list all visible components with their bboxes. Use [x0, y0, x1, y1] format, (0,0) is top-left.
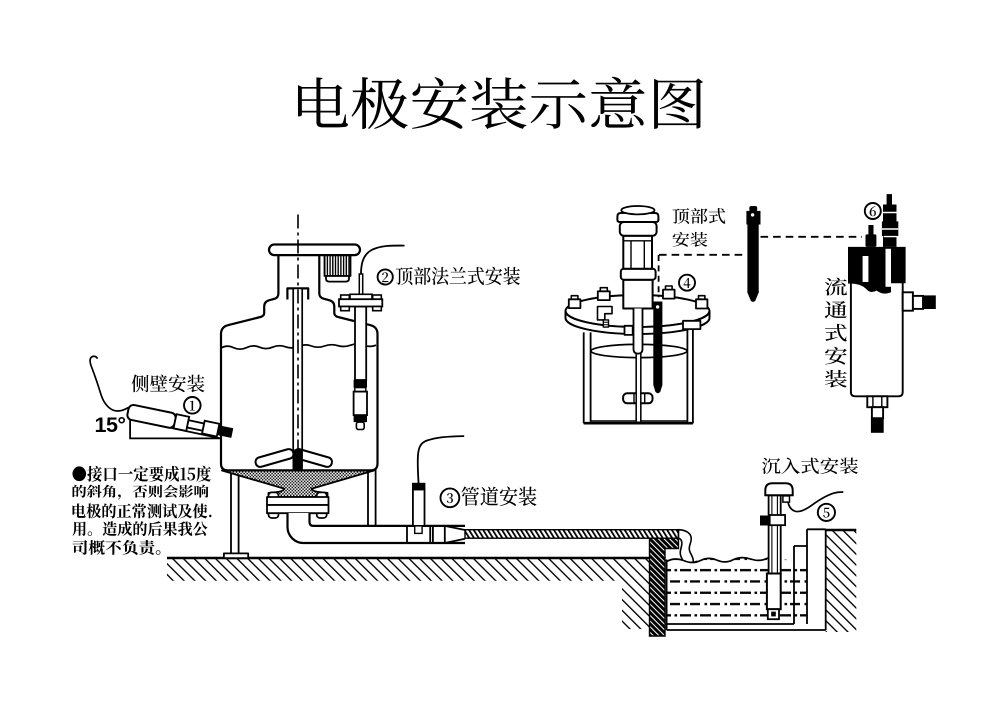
- svg-text:15°: 15°: [95, 413, 126, 437]
